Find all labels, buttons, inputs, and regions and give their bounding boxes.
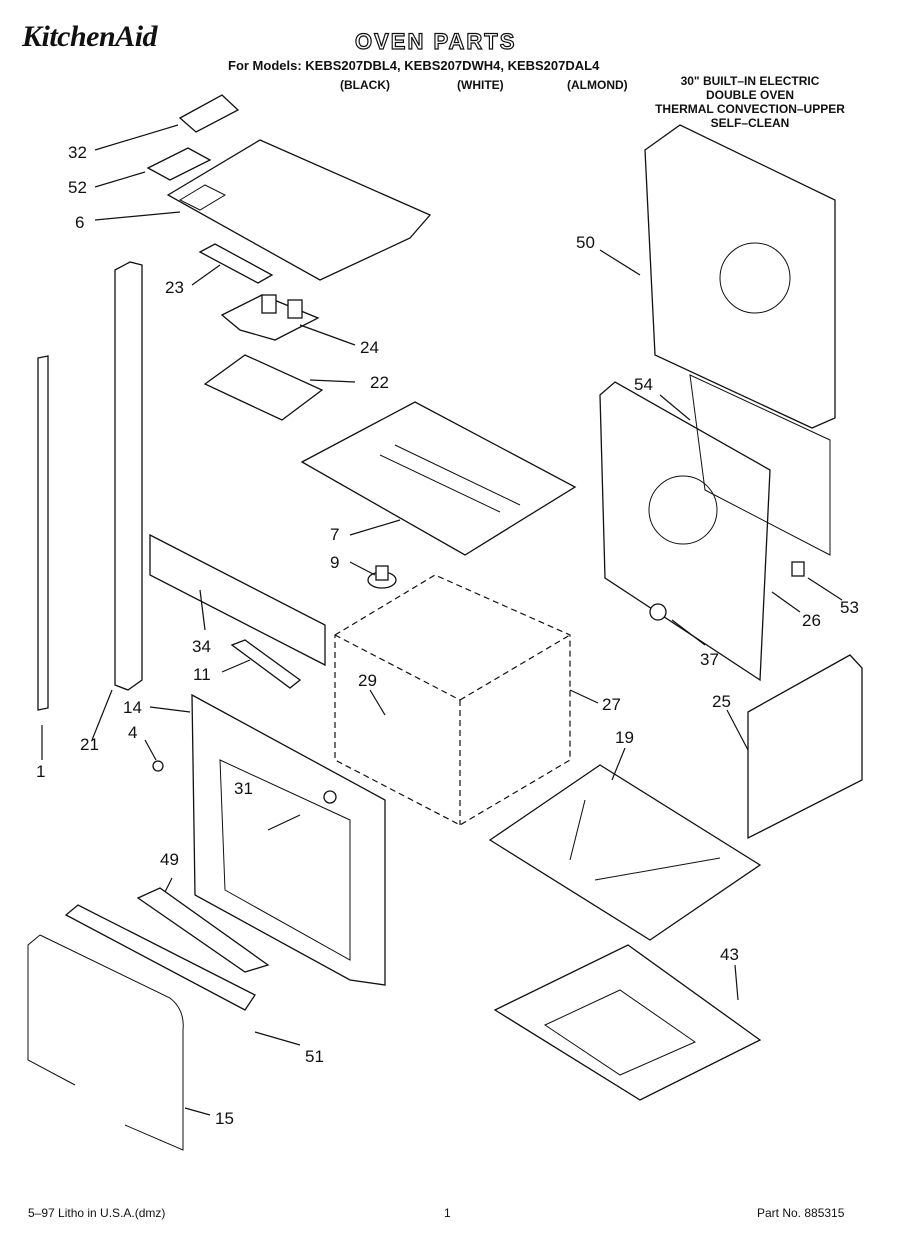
part-37-mount [649,603,667,621]
callout-4: 4 [128,723,137,742]
part-23-bracket [198,243,274,284]
litho-note: 5–97 Litho in U.S.A.(dmz) [28,1206,166,1220]
description-line-2: DOUBLE OVEN [705,88,794,102]
callout-7: 7 [330,525,339,544]
part-27-oven-liner [334,574,571,826]
part-52-pad [146,147,212,181]
callout-22: 22 [370,373,389,392]
part-54-convection-baffle [599,381,771,682]
callout-23: 23 [165,278,184,297]
part-6-top-panel [166,139,432,281]
callout-54: 54 [634,375,653,394]
part-53-clip [791,561,805,577]
part-4-screw [152,760,164,772]
callout-24: 24 [360,338,379,357]
part-24-relay [220,294,320,341]
part-7-top-shield [300,401,577,556]
part-22-insulation [203,354,324,421]
part-43-drip-tray [493,944,762,1101]
callout-21: 21 [80,735,99,754]
callout-32: 32 [68,143,87,162]
callout-34: 34 [192,637,211,656]
description-line-1: 30" BUILT–IN ELECTRIC [680,74,820,88]
models-line: For Models: KEBS207DBL4, KEBS207DWH4, KE… [228,58,600,73]
callout-14: 14 [123,698,142,717]
callout-27: 27 [602,695,621,714]
part-11-switch [230,639,302,689]
part-25-side-panel [747,654,863,840]
callout-51: 51 [305,1047,324,1066]
callout-31: 31 [234,779,253,798]
callout-49: 49 [160,850,179,869]
variant-white: (WHITE) [457,78,504,92]
part-21-side-trim [114,261,143,691]
callout-15: 15 [215,1109,234,1128]
callout-53: 53 [840,598,859,617]
part-50-rear-panel [644,124,836,429]
callout-26: 26 [802,611,821,630]
callout-19: 19 [615,728,634,747]
part-1-side-strip [37,355,49,711]
callout-9: 9 [330,553,339,572]
part-15-gasket [27,934,184,1151]
variant-black: (BLACK) [340,78,390,92]
part-32-rating-plate [178,94,240,133]
page-title: OVEN PARTS [354,28,517,54]
part-54-element-grid [689,374,831,556]
leader-lines [41,124,843,1116]
part-19-bottom-panel [488,764,762,941]
kitchenaid-logo: KitchenAid [22,20,158,53]
callout-6: 6 [75,213,84,232]
callout-25: 25 [712,692,731,711]
callout-29: 29 [358,671,377,690]
part-number: Part No. 885315 [757,1206,845,1220]
part-34-vent-grille [149,533,326,667]
part-49-trim [136,887,270,973]
callout-11: 11 [193,665,211,684]
variant-almond: (ALMOND) [567,78,628,92]
callout-37: 37 [700,650,719,669]
description-line-3: THERMAL CONVECTION–UPPER [655,102,845,116]
description-line-4: SELF–CLEAN [710,116,790,130]
callout-50: 50 [576,233,595,252]
callout-43: 43 [720,945,739,964]
part-51-bottom-trim [64,904,256,1011]
callout-1: 1 [36,762,45,781]
part-14-front-frame [191,693,386,986]
page-number: 1 [444,1206,451,1220]
callout-52: 52 [68,178,87,197]
